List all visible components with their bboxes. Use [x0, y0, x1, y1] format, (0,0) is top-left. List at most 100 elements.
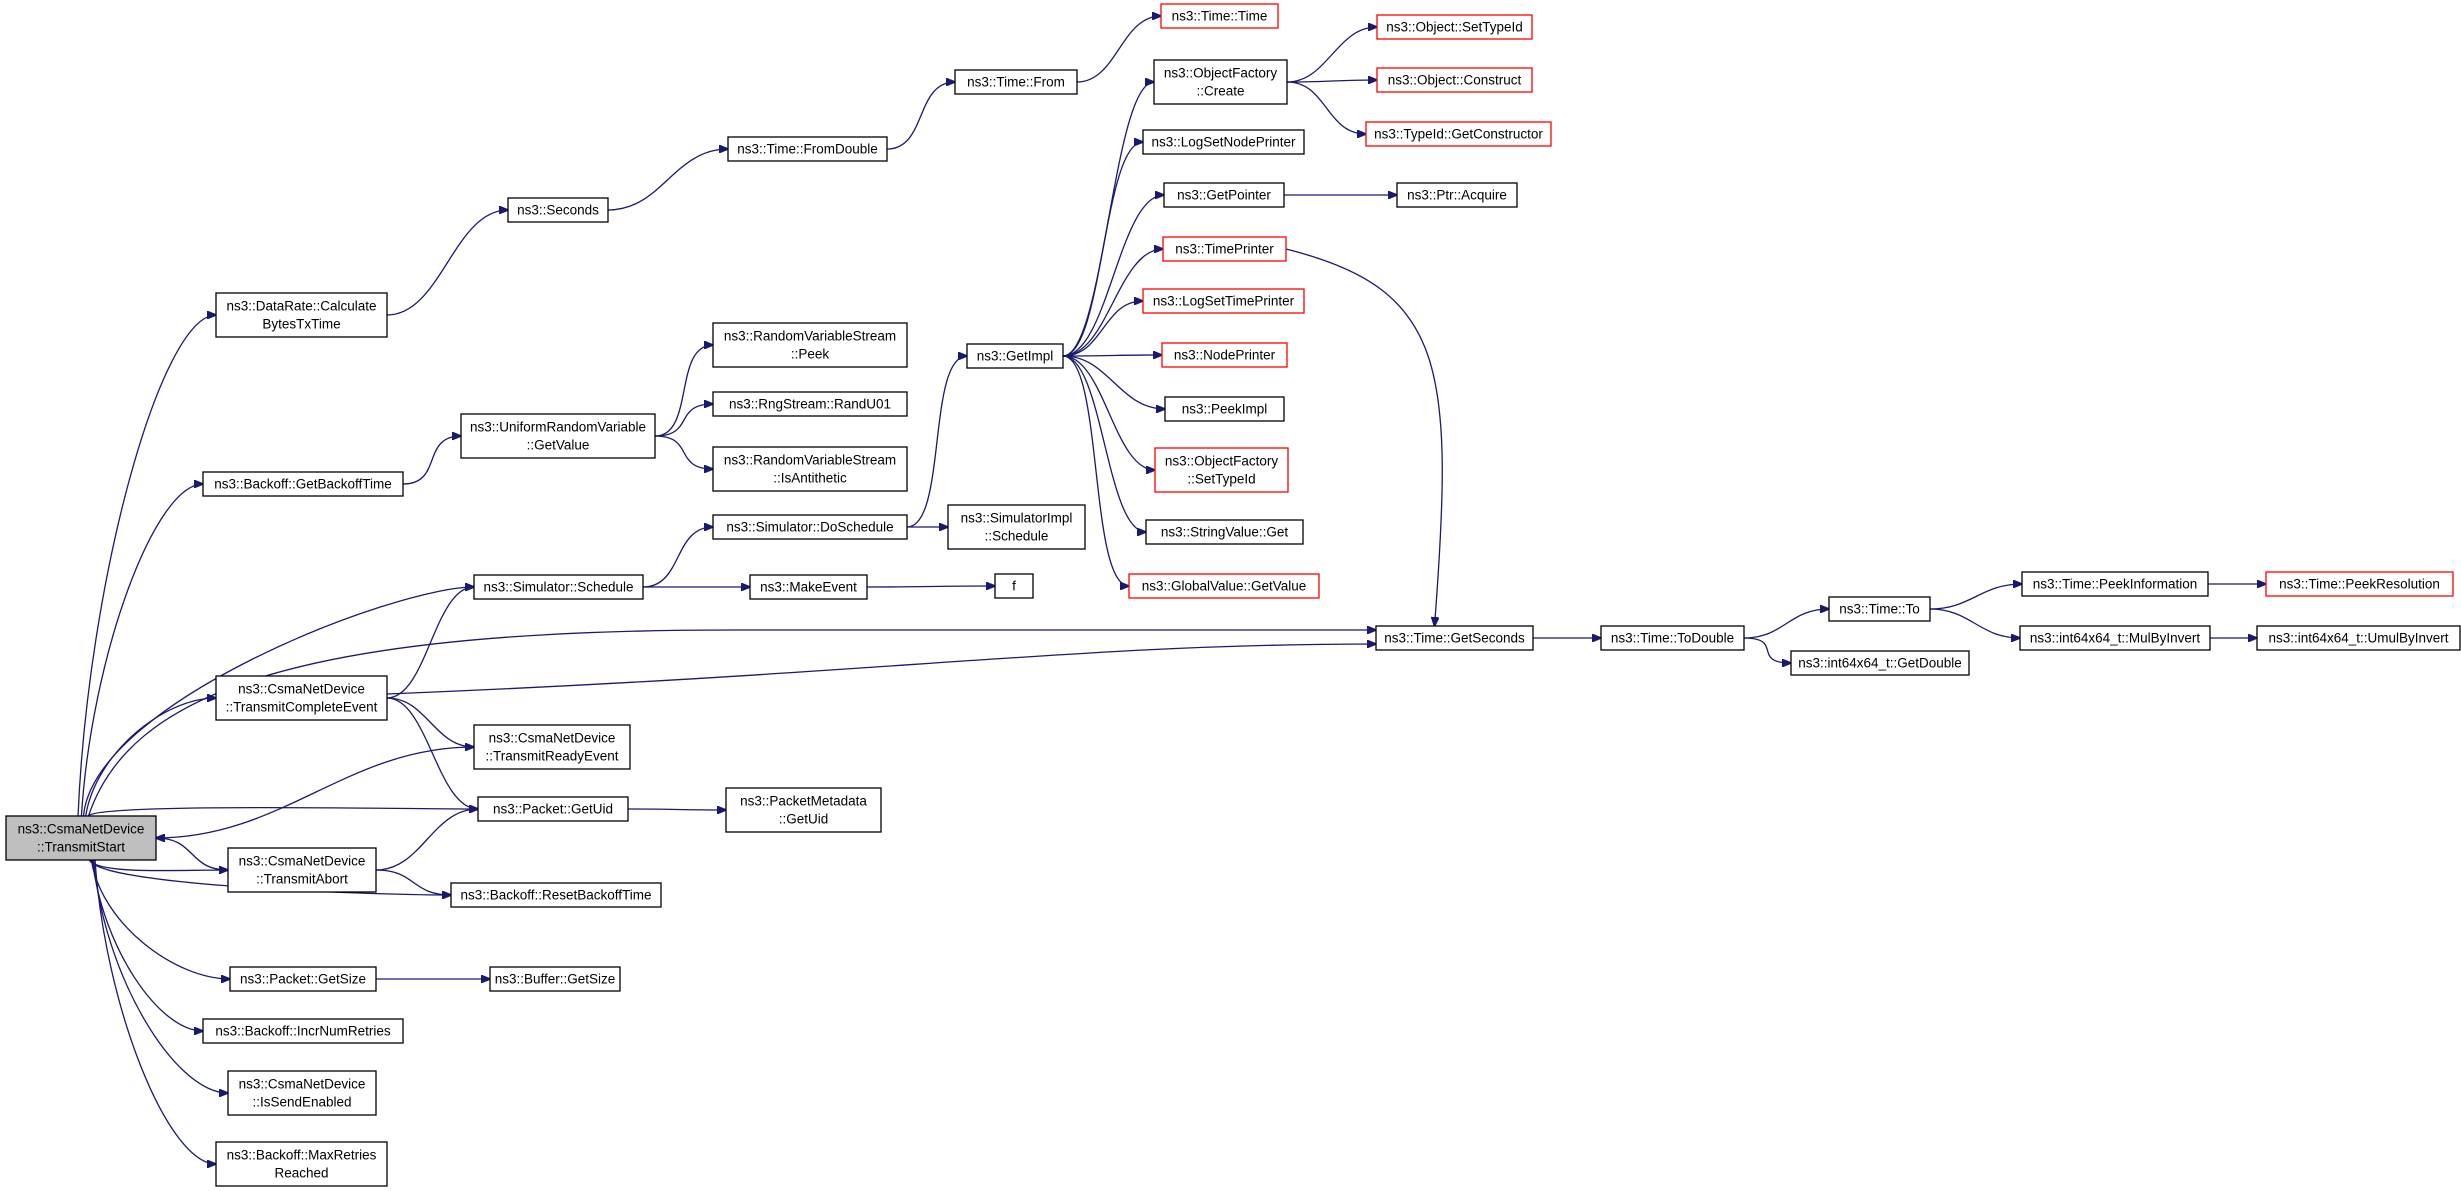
node-nodeprinter[interactable]: ns3::NodePrinter: [1161, 342, 1288, 368]
node-from[interactable]: ns3::Time::From: [954, 69, 1078, 95]
edge-urvgetvalue-to-randu01: [654, 404, 713, 437]
node-ofsettypeid[interactable]: ns3::ObjectFactory::SetTypeId: [1154, 447, 1289, 493]
node-label-line: ns3::RngStream::RandU01: [729, 397, 891, 412]
node-transmitready[interactable]: ns3::CsmaNetDevice::TransmitReadyEvent: [473, 724, 631, 770]
node-packetgetuid[interactable]: ns3::Packet::GetUid: [477, 796, 629, 822]
node-root[interactable]: ns3::CsmaNetDevice::TransmitStart: [5, 815, 157, 861]
node-timeprinter[interactable]: ns3::TimePrinter: [1162, 236, 1287, 262]
node-logsetnode[interactable]: ns3::LogSetNodePrinter: [1142, 129, 1305, 155]
node-box: [1154, 447, 1289, 493]
node-label-line: ns3::int64x64_t::GetDouble: [1798, 656, 1962, 671]
node-label-line: ns3::CsmaNetDevice: [489, 731, 616, 746]
node-box: [947, 504, 1086, 550]
node-box: [473, 574, 644, 600]
node-ptracquire[interactable]: ns3::Ptr::Acquire: [1396, 182, 1518, 208]
node-box: [229, 966, 377, 992]
node-box: [1365, 121, 1552, 147]
node-packetgetsize[interactable]: ns3::Packet::GetSize: [229, 966, 377, 992]
node-timeto[interactable]: ns3::Time::To: [1828, 596, 1931, 622]
node-label-line: ns3::Backoff::GetBackoffTime: [214, 477, 392, 492]
edge-fromdouble-to-from: [886, 82, 955, 150]
node-randu01[interactable]: ns3::RngStream::RandU01: [712, 391, 908, 417]
node-makeevent[interactable]: ns3::MakeEvent: [749, 574, 868, 600]
node-rvspeek[interactable]: ns3::RandomVariableStream::Peek: [712, 322, 908, 368]
node-logsettime[interactable]: ns3::LogSetTimePrinter: [1142, 288, 1305, 314]
node-timetime[interactable]: ns3::Time::Time: [1160, 3, 1279, 29]
edge-getimpl-to-getpointer: [1062, 195, 1164, 357]
edge-doschedule-to-getimpl: [906, 356, 967, 528]
edge-from-to-timetime: [1076, 16, 1161, 83]
node-getpointer[interactable]: ns3::GetPointer: [1163, 182, 1285, 208]
node-box: [227, 847, 377, 893]
node-transmitcomplete[interactable]: ns3::CsmaNetDevice::TransmitCompleteEven…: [215, 675, 388, 721]
node-peekresolution[interactable]: ns3::Time::PeekResolution: [2265, 571, 2454, 597]
node-label-line: ns3::Time::To: [1839, 602, 1920, 617]
node-label-line: ::GetUid: [779, 812, 829, 827]
node-box: [749, 574, 868, 600]
node-umulbyinvert[interactable]: ns3::int64x64_t::UmulByInvert: [2256, 625, 2461, 651]
node-label-line: ns3::SimulatorImpl: [961, 511, 1073, 526]
node-label-line: ns3::StringValue::Get: [1161, 525, 1289, 540]
node-label-line: ns3::TimePrinter: [1175, 242, 1274, 257]
node-box: [1163, 182, 1285, 208]
node-getconstructor[interactable]: ns3::TypeId::GetConstructor: [1365, 121, 1552, 147]
node-schedule[interactable]: ns3::Simulator::Schedule: [473, 574, 644, 600]
edge-todouble-to-timeto: [1743, 609, 1829, 639]
node-mulbyinvert[interactable]: ns3::int64x64_t::MulByInvert: [2019, 625, 2211, 651]
node-transmitabort[interactable]: ns3::CsmaNetDevice::TransmitAbort: [227, 847, 377, 893]
node-todouble[interactable]: ns3::Time::ToDouble: [1600, 625, 1745, 651]
node-metadatagetuid[interactable]: ns3::PacketMetadata::GetUid: [725, 787, 882, 833]
node-label-line: ns3::PacketMetadata: [740, 794, 867, 809]
node-label-line: ns3::Backoff::IncrNumRetries: [215, 1024, 391, 1039]
edge-datarate-to-seconds: [386, 210, 508, 316]
node-simimplschedule[interactable]: ns3::SimulatorImpl::Schedule: [947, 504, 1086, 550]
edge-getimpl-to-ofsettypeid: [1062, 355, 1155, 470]
node-globalvalueget[interactable]: ns3::GlobalValue::GetValue: [1128, 573, 1320, 599]
node-ofcreate[interactable]: ns3::ObjectFactory::Create: [1153, 59, 1288, 105]
node-label-line: ns3::CsmaNetDevice: [239, 854, 366, 869]
edge-root-to-datarate: [77, 315, 216, 817]
node-label-line: ns3::PeekImpl: [1182, 402, 1268, 417]
node-box: [712, 446, 908, 492]
node-getimpl[interactable]: ns3::GetImpl: [966, 343, 1064, 369]
edge-root-to-packetgetuid: [87, 808, 478, 817]
edge-getimpl-to-globalvalueget: [1062, 355, 1129, 586]
node-label-line: ns3::Backoff::ResetBackoffTime: [460, 888, 651, 903]
node-resetbackoff[interactable]: ns3::Backoff::ResetBackoffTime: [450, 882, 662, 908]
node-isantithetic[interactable]: ns3::RandomVariableStream::IsAntithetic: [712, 446, 908, 492]
node-label-line: ns3::NodePrinter: [1174, 348, 1276, 363]
node-int64getdouble[interactable]: ns3::int64x64_t::GetDouble: [1790, 650, 1970, 676]
node-urvgetvalue[interactable]: ns3::UniformRandomVariable::GetValue: [460, 413, 656, 459]
node-peekimpl[interactable]: ns3::PeekImpl: [1164, 396, 1285, 422]
edge-backoffget-to-urvgetvalue: [402, 436, 461, 485]
node-incrnumretries[interactable]: ns3::Backoff::IncrNumRetries: [202, 1018, 404, 1044]
node-backoffget[interactable]: ns3::Backoff::GetBackoffTime: [202, 471, 404, 497]
edge-root-to-transmitcomplete: [85, 698, 216, 817]
node-label-line: ns3::Object::SetTypeId: [1386, 20, 1523, 35]
node-seconds[interactable]: ns3::Seconds: [507, 197, 609, 223]
node-label-line: ns3::CsmaNetDevice: [238, 682, 365, 697]
node-peekinformation[interactable]: ns3::Time::PeekInformation: [2021, 571, 2209, 597]
node-getseconds[interactable]: ns3::Time::GetSeconds: [1375, 625, 1534, 651]
node-doschedule[interactable]: ns3::Simulator::DoSchedule: [712, 514, 908, 540]
node-objconstruct[interactable]: ns3::Object::Construct: [1376, 67, 1533, 93]
edge-getimpl-to-nodeprinter: [1062, 355, 1162, 356]
node-label-line: ns3::DataRate::Calculate: [226, 299, 376, 314]
node-objsettypeid[interactable]: ns3::Object::SetTypeId: [1376, 14, 1533, 40]
node-issendenabled[interactable]: ns3::CsmaNetDevice::IsSendEnabled: [227, 1070, 377, 1116]
edge-urvgetvalue-to-rvspeek: [654, 345, 713, 437]
node-fromdouble[interactable]: ns3::Time::FromDouble: [727, 136, 888, 162]
node-label-line: ns3::GetPointer: [1177, 188, 1271, 203]
node-box: [5, 815, 157, 861]
edge-transmitcomplete-to-transmitready: [386, 697, 474, 747]
node-label-line: ::TransmitStart: [37, 840, 125, 855]
node-box: [1160, 3, 1279, 29]
node-f[interactable]: f: [994, 573, 1034, 599]
edge-root-to-incrnumretries: [91, 859, 203, 1031]
node-stringvalueget[interactable]: ns3::StringValue::Get: [1145, 519, 1304, 545]
node-box: [1128, 573, 1320, 599]
node-buffergetsize[interactable]: ns3::Buffer::GetSize: [489, 966, 621, 992]
